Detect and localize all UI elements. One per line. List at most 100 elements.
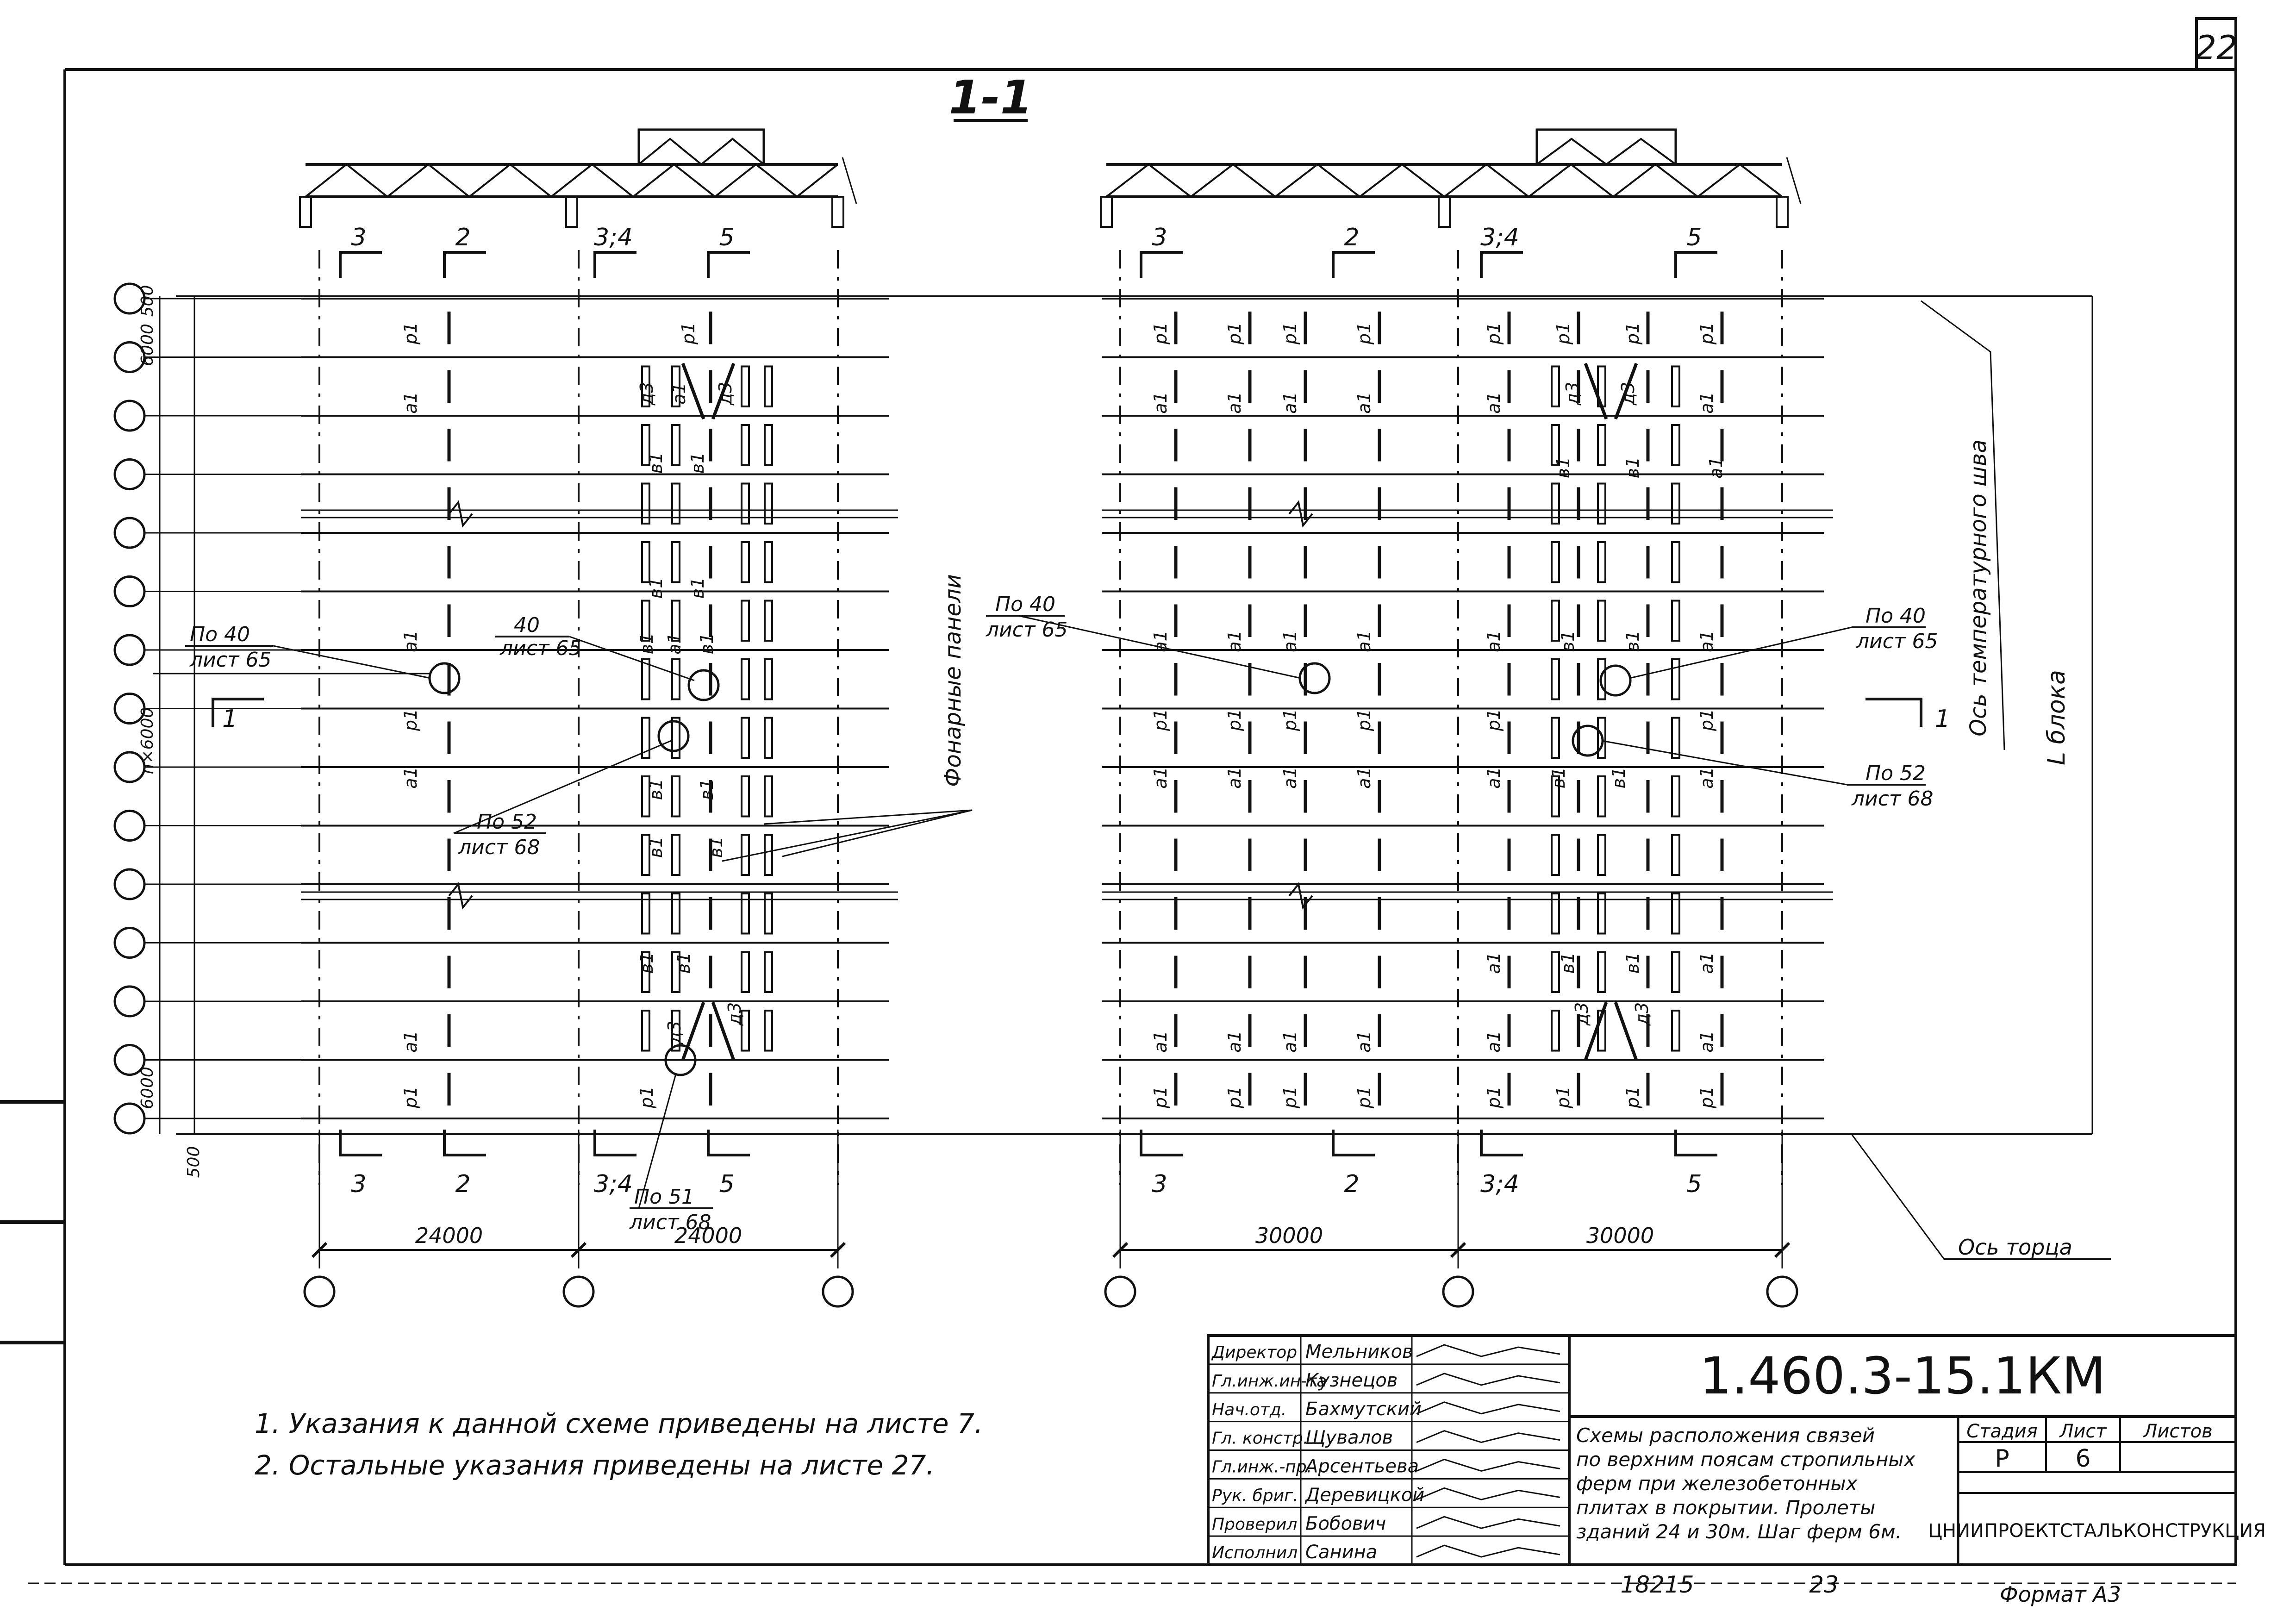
lantern-brace [1551,717,1560,759]
row-axis-circle [113,985,146,1018]
break-zigzag [1288,500,1313,528]
span-value: 30000 [1255,1223,1323,1248]
section-cut-mark [1480,251,1523,278]
dimension-bay: 6000 [138,324,157,366]
signature [1416,1458,1560,1472]
lantern-brace [741,482,750,525]
lantern-brace [741,834,750,876]
bracing-mark: в1 [1622,631,1643,652]
bracing-mark: а1 [1697,952,1717,974]
lantern-brace [641,482,650,525]
lantern-brace [671,424,680,466]
lantern-frame [637,128,765,166]
column-head [831,196,844,228]
staff-role: Гл.инж.ин-та [1212,1372,1327,1391]
section-cut-label: 2 [1344,1170,1359,1198]
lantern-brace [1597,482,1606,525]
section-cut-label: 3 [351,224,366,251]
diag-brace [1584,362,1608,420]
callout-text: По 52 [477,810,537,834]
lantern-brace [671,775,680,818]
lantern-brace [741,893,750,935]
column-axis-circle [1766,1275,1798,1308]
lantern-brace [764,600,773,642]
lantern-brace [1671,1010,1680,1052]
section-cut-mark [1674,251,1717,278]
bracing-mark: а1 [1150,1031,1171,1052]
staff-role: Гл.инж.-пр. [1212,1458,1312,1477]
bracing-mark: р1 [400,709,421,731]
node-callout-circle [664,1044,697,1076]
section-cut-label: 5 [1686,1170,1702,1198]
stage-header: Стадия [1966,1421,2037,1442]
lantern-brace [641,893,650,935]
row-axis-circle [113,458,146,490]
lantern-brace [1671,834,1680,876]
bracing-mark: р1 [1150,322,1171,345]
staff-role: Рук. бриг. [1212,1486,1298,1505]
lantern-brace [1551,951,1560,993]
callout-text: 40 [514,613,540,637]
section-1-label: 1 [1935,705,1950,733]
lantern-brace [1597,951,1606,993]
bracing-mark: р1 [1553,322,1573,345]
dimension-offset: 500 [138,285,157,317]
bracing-mark: в1 [687,577,708,599]
note-line: 2. Остальные указания приведены на листе… [255,1449,935,1481]
lantern-brace [764,424,773,466]
staff-role: Нач.отд. [1212,1400,1286,1419]
lantern-web [638,137,765,166]
lantern-brace [1671,424,1680,466]
section-cut-label: 2 [455,224,470,251]
section-cut-label: 2 [455,1170,470,1198]
bracing-mark: а1 [1224,767,1245,788]
lantern-brace [1551,424,1560,466]
bracing-mark: а1 [1224,630,1245,652]
diag-brace [1614,362,1638,420]
lantern-brace [1597,893,1606,935]
section-cut-label: 5 [719,1170,734,1198]
lantern-frame [1535,128,1677,166]
lantern-brace [641,951,650,993]
column-axis-circle [1442,1275,1474,1308]
lantern-brace [1597,717,1606,759]
section-cut-mark [593,251,636,278]
lantern-brace [1597,658,1606,700]
lantern-leader [782,809,973,857]
bracing-mark: а1 [1697,767,1717,788]
node-callout-circle [657,720,690,752]
callout-text: По 40 [1866,604,1926,628]
bracing-mark: а1 [1354,1031,1374,1052]
bracing-mark: д3 [1562,382,1583,406]
bracing-mark: р1 [1553,1086,1573,1109]
section-cut-mark [1674,1130,1717,1156]
bracing-mark: а1 [1484,630,1504,652]
bracing-mark: в1 [646,577,666,599]
bracing-mark: р1 [1484,709,1504,731]
staff-role: Директор [1211,1343,1297,1362]
bracing-mark: р1 [1224,709,1245,731]
lantern-brace [671,482,680,525]
section-cut-label: 3;4 [1480,224,1519,251]
callout-leader [453,740,672,834]
section-cut-label: 2 [1344,224,1359,251]
dimension-bay: n×6000 [138,707,157,775]
lantern-brace [1671,600,1680,642]
description-line: Схемы расположения связей [1576,1424,1875,1447]
signature [1416,1344,1560,1357]
bracing-mark: р1 [400,1086,421,1109]
signature [1416,1516,1560,1529]
page-number: 22 [2195,28,2238,67]
lantern-brace [671,1010,680,1052]
lantern-brace [764,951,773,993]
lantern-brace [1597,775,1606,818]
lantern-leader [722,809,973,862]
end-axis-label: Ось торца [1958,1235,2072,1260]
section-cut-mark [443,251,486,278]
callout-text: лист 65 [189,648,272,672]
lantern-brace [1671,893,1680,935]
diag-brace [1614,1001,1638,1061]
lantern-panels-label: Фонарные панели [940,574,966,787]
bracing-mark: а1 [1354,392,1374,413]
